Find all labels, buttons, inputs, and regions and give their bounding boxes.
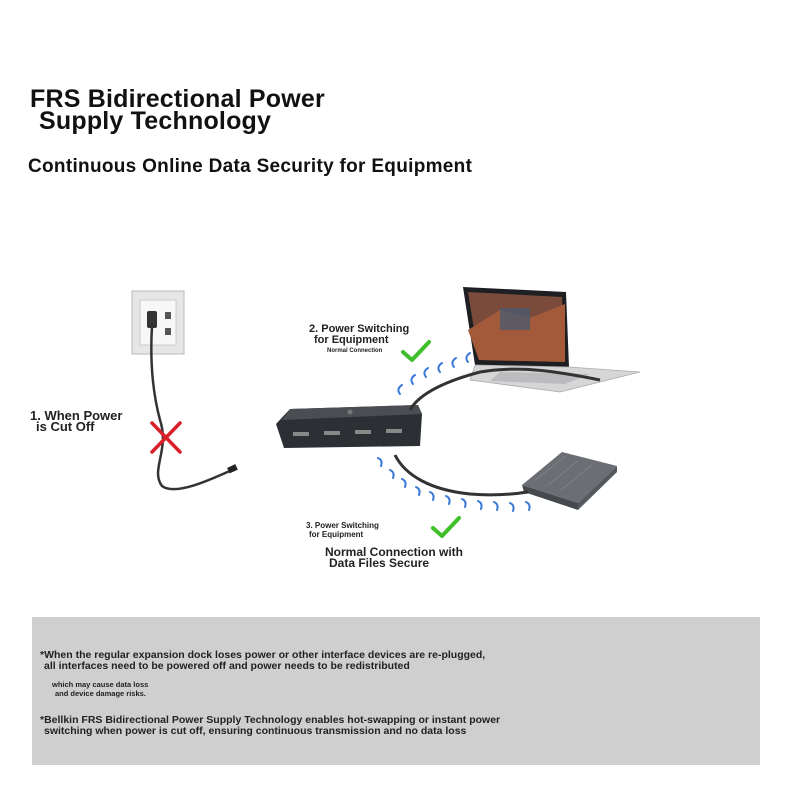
note-1-line-2: all interfaces need to be powered off an…: [44, 660, 410, 672]
title-line-2: Supply Technology: [39, 107, 272, 135]
note-1: *When the regular expansion dock loses p…: [40, 650, 485, 672]
expansion-dock: [276, 405, 422, 448]
page-subtitle: Continuous Online Data Security for Equi…: [28, 156, 473, 177]
step3-line-2: for Equipment: [309, 530, 364, 539]
result-label: Normal Connection with Data Files Secure: [325, 545, 463, 570]
step2-note: Normal Connection: [327, 348, 383, 354]
wall-outlet: [131, 290, 185, 355]
note-2-line-2: and device damage risks.: [55, 689, 146, 698]
note-2-line-1: which may cause data loss: [52, 680, 149, 689]
title-line-1: FRS Bidirectional Power: [30, 85, 325, 113]
note-3: *Bellkin FRS Bidirectional Power Supply …: [40, 715, 500, 737]
step2-line-1: 2. Power Switching: [309, 323, 410, 335]
laptop-cable: [408, 367, 601, 411]
step2-label: 2. Power Switching for Equipment Normal …: [309, 324, 409, 356]
step3-label: 3. Power Switching for Equipment: [306, 521, 379, 539]
power-cable: [150, 325, 233, 491]
power-cut-icon: [150, 421, 182, 454]
drive-cable: [393, 454, 529, 497]
laptop: [463, 287, 641, 393]
step1-line-1: 1. When Power: [30, 408, 123, 423]
step2-line-2: for Equipment: [314, 334, 389, 346]
step1-label: 1. When Power is Cut Off: [30, 408, 123, 434]
step1-line-2: is Cut Off: [36, 419, 95, 434]
note-1-line-1: *When the regular expansion dock loses p…: [40, 649, 486, 661]
result-line-1: Normal Connection with: [325, 545, 463, 559]
check-icon-drive: [431, 516, 461, 538]
page-title: FRS Bidirectional Power Supply Technolog…: [30, 85, 325, 135]
note-3-line-2: switching when power is cut off, ensurin…: [44, 725, 467, 737]
notes-panel: *When the regular expansion dock loses p…: [32, 617, 760, 765]
signal-waves-laptop: [397, 352, 471, 395]
external-drive: [522, 452, 617, 510]
result-line-2: Data Files Secure: [329, 556, 430, 570]
check-icon-laptop: [401, 340, 431, 362]
signal-waves-drive: [377, 457, 531, 512]
step3-line-1: 3. Power Switching: [306, 521, 379, 530]
note-3-line-1: *Bellkin FRS Bidirectional Power Supply …: [40, 714, 501, 726]
note-2: which may cause data loss and device dam…: [52, 680, 148, 698]
